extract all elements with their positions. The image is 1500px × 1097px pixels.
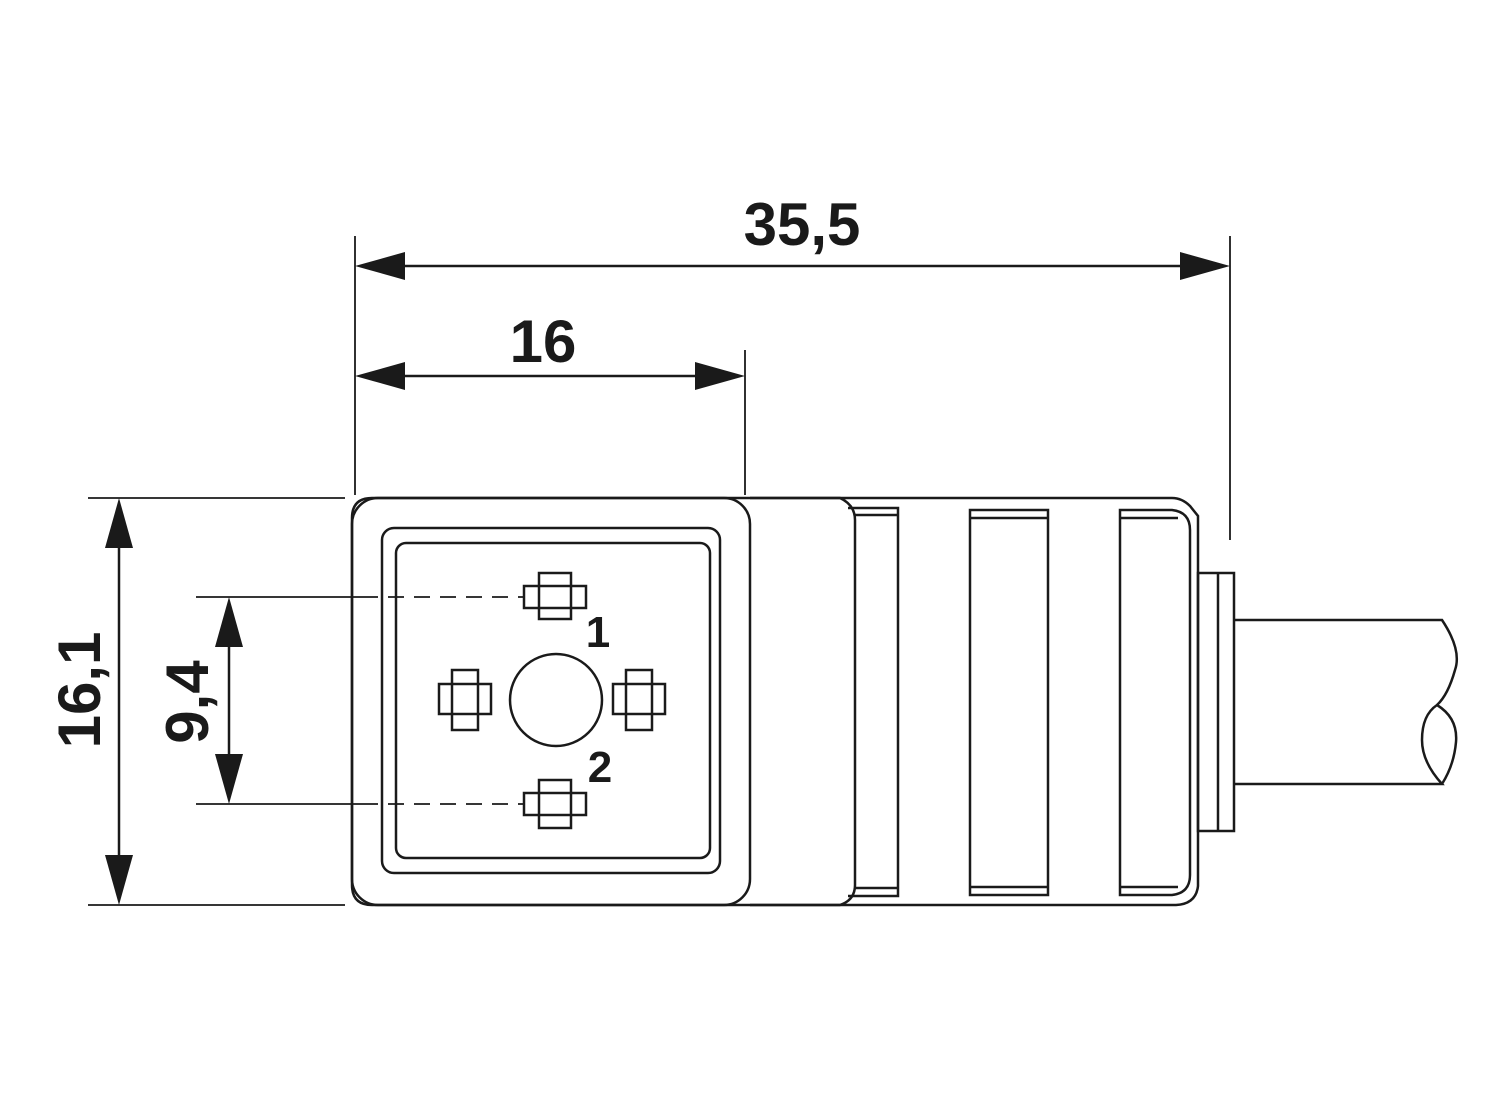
arrowhead-top	[215, 597, 243, 647]
pin-body	[450, 668, 480, 732]
contact-pin-left	[437, 668, 493, 732]
contact-pin-2	[522, 778, 588, 830]
grip-rib	[1118, 508, 1192, 897]
pin-body	[537, 571, 573, 621]
pin-crossbar	[611, 682, 667, 716]
pin-spacing-label: 9,4	[154, 660, 221, 744]
contact-pin-right	[611, 668, 667, 732]
face-gasket-inner	[394, 541, 712, 860]
grip-ribs	[848, 506, 1192, 898]
cable-break-symbol	[1234, 703, 1458, 786]
housing-shoulder	[750, 496, 857, 907]
dimension-pin-spacing: 9,4	[154, 596, 525, 805]
dimension-overall-height: 16,1	[46, 497, 345, 906]
arrowhead-bottom	[215, 754, 243, 804]
cable-gland	[1196, 571, 1236, 833]
arrowhead-left	[355, 362, 405, 390]
arrowhead-right	[695, 362, 745, 390]
contact-pins: 1 2	[437, 571, 667, 830]
dimension-face-width: 16	[355, 308, 746, 495]
housing-outline	[350, 496, 1200, 907]
face-width-label: 16	[510, 308, 577, 375]
pin-body	[624, 668, 654, 732]
front-face-frame	[350, 496, 752, 907]
pin-body	[537, 778, 573, 830]
arrowhead-right	[1180, 252, 1230, 280]
overall-length-label: 35,5	[744, 191, 861, 258]
pin-crossbar	[437, 682, 493, 716]
grip-rib	[848, 506, 900, 898]
overall-height-label: 16,1	[46, 632, 113, 749]
pin-crossbar	[522, 584, 588, 610]
arrowhead-left	[355, 252, 405, 280]
grip-rib	[968, 508, 1050, 897]
cable-top-edge	[1234, 618, 1459, 706]
face-gasket-outer	[380, 526, 722, 875]
pin-2-label: 2	[588, 743, 612, 792]
arrowhead-top	[105, 498, 133, 548]
pin-1-label: 1	[586, 608, 610, 657]
contact-pin-1	[522, 571, 588, 621]
pin-crossbar	[522, 791, 588, 817]
arrowhead-bottom	[105, 855, 133, 905]
dimension-overall-length: 35,5	[354, 191, 1231, 540]
center-screw-hole	[508, 652, 604, 748]
connector-body	[350, 496, 1459, 907]
